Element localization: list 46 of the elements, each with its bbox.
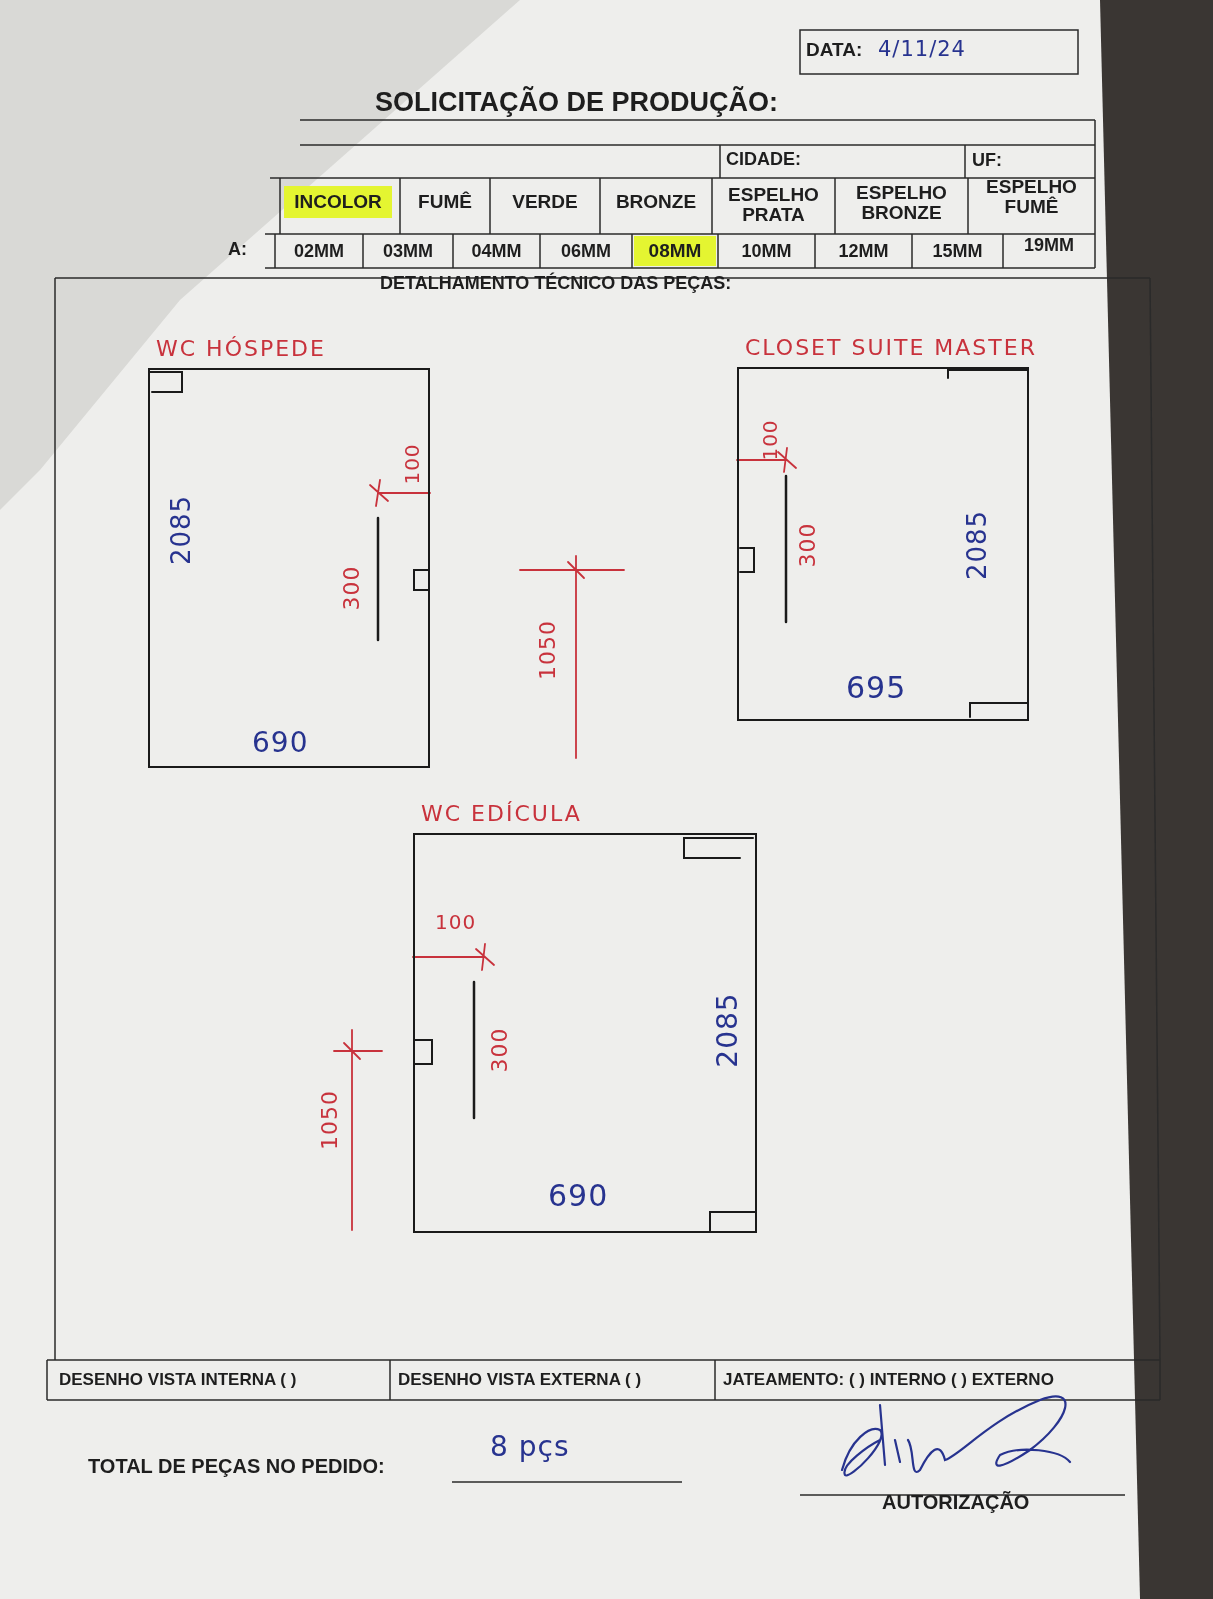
dimension-value: 2085 — [168, 494, 196, 566]
dimension-value: 100 — [435, 912, 477, 933]
handwritten-total: 8 pçs — [490, 1432, 570, 1462]
field-label: DATA: — [806, 40, 863, 60]
dimension-value: 100 — [401, 443, 423, 485]
dimension-value: 695 — [846, 672, 907, 704]
option-label: 10MM — [740, 239, 793, 263]
dimension-value: 1050 — [318, 1090, 342, 1150]
form-title: SOLICITAÇÃO DE PRODUÇÃO: — [375, 88, 778, 117]
option-label: BRONZE — [614, 190, 698, 215]
highlighted-option: INCOLOR — [284, 186, 392, 218]
dimension-value: 300 — [340, 565, 364, 611]
dimension-value: 690 — [548, 1180, 609, 1212]
option-label: 19MM — [1023, 233, 1075, 257]
option-label: 02MM — [293, 239, 345, 263]
dimension-value: 300 — [488, 1027, 512, 1073]
dimension-value: 2085 — [964, 509, 992, 581]
option-label: ESPELHO BRONZE — [855, 181, 948, 225]
field-label: A: — [228, 240, 247, 259]
field-label: UF: — [972, 151, 1002, 170]
option-label: FUMÊ — [417, 190, 473, 215]
option-label: 04MM — [470, 239, 523, 263]
option-label: ESPELHO FUMÊ — [985, 175, 1078, 219]
option-label: ESPELHO PRATA — [727, 183, 820, 227]
panel-title: WC HÓSPEDE — [156, 336, 326, 361]
dimension-value: 100 — [759, 419, 781, 461]
option-label: VERDE — [511, 190, 579, 215]
panel-title: WC EDÍCULA — [421, 801, 582, 826]
dimension-value: 300 — [796, 522, 820, 568]
option-label: 03MM — [382, 239, 434, 263]
panel-title: CLOSET SUITE MASTER — [745, 335, 1037, 360]
option-label: 12MM — [837, 239, 890, 263]
option-label: 06MM — [560, 239, 612, 263]
checkbox-option: DESENHO VISTA EXTERNA ( ) — [398, 1371, 642, 1389]
dimension-value: 2085 — [713, 992, 743, 1068]
highlighted-option: 08MM — [634, 236, 716, 266]
checkbox-option: DESENHO VISTA INTERNA ( ) — [59, 1371, 297, 1389]
section-heading: DETALHAMENTO TÉCNICO DAS PEÇAS: — [380, 274, 732, 293]
option-label: 15MM — [931, 239, 984, 263]
checkbox-option: JATEAMENTO: ( ) INTERNO ( ) EXTERNO — [723, 1371, 1054, 1389]
field-label: TOTAL DE PEÇAS NO PEDIDO: — [88, 1456, 385, 1477]
field-label: CIDADE: — [726, 150, 801, 169]
dimension-value: 1050 — [536, 620, 560, 680]
field-label: AUTORIZAÇÃO — [882, 1492, 1030, 1513]
handwritten-date: 4/11/24 — [878, 38, 966, 61]
dimension-value: 690 — [252, 728, 309, 758]
